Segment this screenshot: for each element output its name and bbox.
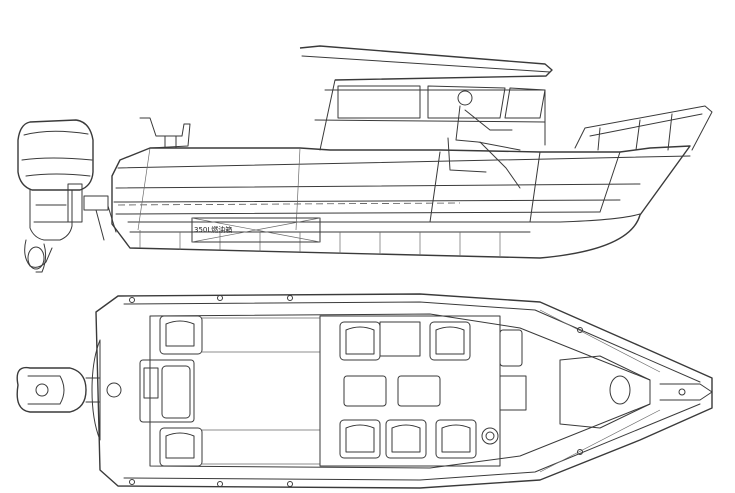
stern-transom	[91, 339, 195, 441]
bow-deck	[559, 355, 713, 429]
fuel-tank-label: 350L燃油箱	[194, 225, 232, 234]
side-profile-view: 350L燃油箱	[17, 45, 713, 273]
cabin-layout	[319, 315, 527, 467]
fuel-tank: 350L燃油箱	[191, 217, 321, 243]
rail-stanchions	[129, 295, 583, 487]
cabin-side	[299, 45, 553, 151]
stern-seat-side	[139, 117, 191, 149]
rear-seats	[159, 315, 320, 467]
helmsman-figure	[447, 90, 521, 189]
bow-rail	[574, 105, 713, 151]
hull-plan-outline	[95, 293, 713, 489]
hull-side	[111, 145, 691, 259]
outboard-motor-side	[17, 119, 117, 273]
top-plan-view	[16, 293, 713, 489]
outboard-motor-top	[16, 366, 101, 413]
